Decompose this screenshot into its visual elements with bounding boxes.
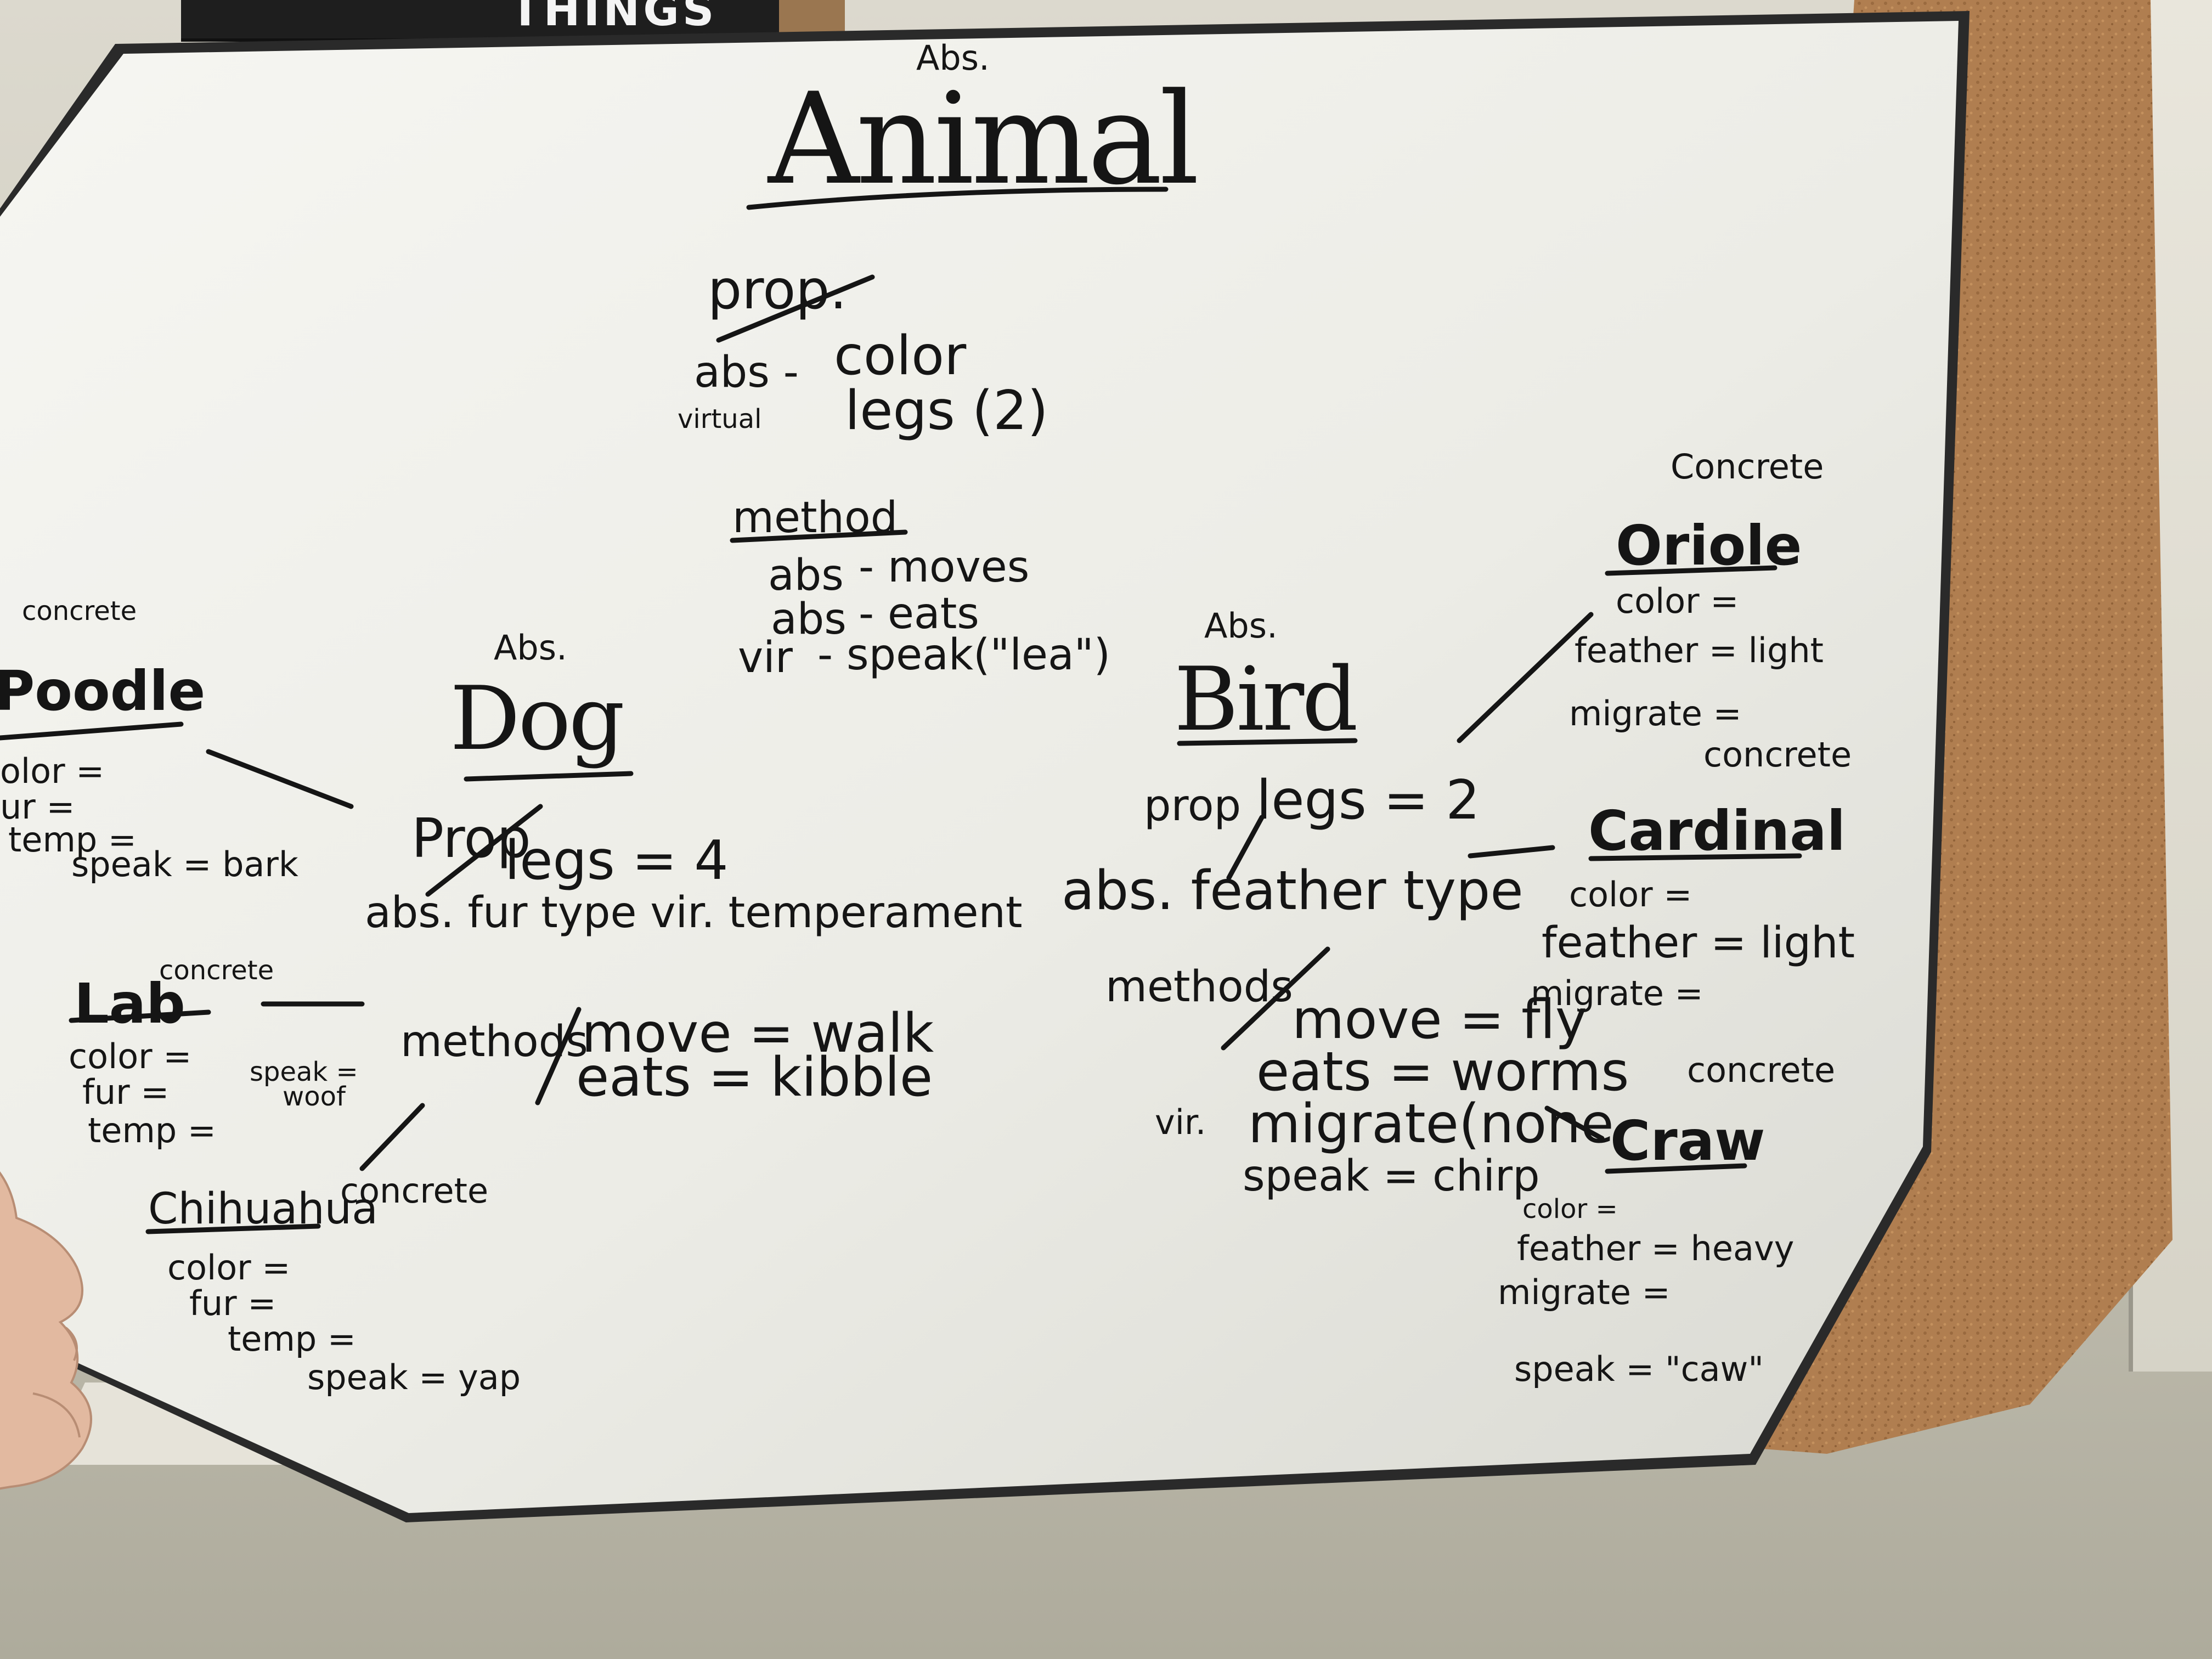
chihuahua-line-fur: fur = xyxy=(189,1283,276,1323)
chihuahua-line-temp: temp = xyxy=(228,1319,356,1359)
underline-cardinal xyxy=(1588,853,1802,861)
bird-method-migrate: migrate(none xyxy=(1248,1093,1614,1155)
dog-method-move: move = walk xyxy=(582,1002,934,1065)
animal-prop-legs: legs (2) xyxy=(845,380,1048,442)
crow-line-speak: speak = "caw" xyxy=(1514,1349,1764,1389)
bird-methods-label: methods xyxy=(1105,962,1293,1012)
poodle-title: Poodle xyxy=(0,659,206,723)
link-poodle-dog xyxy=(206,749,354,809)
chihuahua-line-color: color = xyxy=(167,1248,291,1288)
animal-method-tag-2: abs xyxy=(771,595,847,644)
oriole-tag: Concrete xyxy=(1671,447,1824,487)
slash-dog-methods xyxy=(535,1007,582,1105)
underline-lab xyxy=(69,1009,211,1023)
bird-props-line: abs. feather type xyxy=(1062,860,1523,922)
dog-title: Dog xyxy=(450,667,625,770)
whiteboard-surface xyxy=(0,21,1959,1513)
oriole-line-feather: feather = light xyxy=(1575,630,1824,670)
chihuahua-tag: concrete xyxy=(340,1171,489,1211)
underline-poodle xyxy=(0,721,184,741)
bird-title: Bird xyxy=(1174,648,1358,751)
crow-title: Craw xyxy=(1610,1109,1765,1173)
poodle-line-temp: temp = xyxy=(8,820,137,860)
animal-prop-label: prop. xyxy=(708,259,847,321)
lab-speak-key: speak = xyxy=(250,1057,358,1087)
link-chihuahua-dog xyxy=(359,1103,425,1171)
cardinal-line-color: color = xyxy=(1569,874,1692,915)
animal-method-moves: - moves xyxy=(859,543,1030,592)
oriole-line-migrate: migrate = xyxy=(1569,693,1742,733)
poodle-line-fur: ur = xyxy=(0,787,75,827)
animal-method-eats: - eats xyxy=(859,589,979,639)
cardinal-line-feather: feather = light xyxy=(1542,918,1855,968)
slash-bird-methods xyxy=(1221,946,1330,1051)
animal-title: Animal xyxy=(768,66,1200,213)
bird-abs-tag: Abs. xyxy=(1204,606,1278,646)
animal-prop-tag-1: abs - xyxy=(694,348,799,397)
underline-prop xyxy=(716,274,875,343)
underline-chihuahua xyxy=(145,1223,321,1234)
poodle-line-color: olor = xyxy=(0,751,105,791)
animal-method-speak: - speak("lea") xyxy=(817,630,1111,680)
dog-props-line: abs. fur type vir. temperament xyxy=(365,888,1023,938)
underline-crow xyxy=(1605,1163,1747,1174)
dog-prop-label: Prop xyxy=(411,808,531,870)
bird-method-eats: eats = worms xyxy=(1256,1041,1629,1103)
underline-animal xyxy=(746,187,1169,210)
link-bird-oriole xyxy=(1457,612,1594,743)
dog-abs-tag: Abs. xyxy=(494,628,567,668)
oriole-line-color: color = xyxy=(1616,581,1739,621)
hand-holding-board xyxy=(0,1171,92,1490)
lab-tag: concrete xyxy=(159,955,274,986)
cardinal-title: Cardinal xyxy=(1588,799,1846,863)
chihuahua-line-speak: speak = yap xyxy=(307,1357,521,1397)
animal-prop-tag-2: virtual xyxy=(678,404,762,435)
animal-method-tag-3: vir xyxy=(738,633,793,682)
cardinal-tag: concrete xyxy=(1703,735,1852,775)
animal-prop-color: color xyxy=(834,325,967,387)
underline-bird xyxy=(1177,738,1358,746)
crow-line-color: color = xyxy=(1522,1194,1618,1224)
slash-dog-prop xyxy=(425,804,543,897)
dog-methods-label: methods xyxy=(400,1017,588,1066)
poodle-tag: concrete xyxy=(22,596,137,627)
underline-dog xyxy=(464,771,634,782)
bird-method-speak: speak = chirp xyxy=(1243,1152,1540,1201)
cardinal-line-migrate: migrate = xyxy=(1531,973,1703,1013)
dog-legs: legs = 4 xyxy=(505,830,729,892)
lab-line-fur: fur = xyxy=(82,1072,170,1112)
chihuahua-title: Chihuahua xyxy=(148,1184,378,1234)
bird-method-move: move = fly xyxy=(1292,989,1587,1051)
lab-title: Lab xyxy=(74,972,185,1036)
letterboard-text: THINGS xyxy=(510,0,718,36)
bird-legs: legs = 2 xyxy=(1256,769,1480,832)
bird-prop-label: prop xyxy=(1144,781,1242,831)
animal-abs-tag: Abs. xyxy=(916,38,990,78)
underline-oriole xyxy=(1605,565,1778,576)
animal-method-tag-1: abs xyxy=(768,551,844,600)
animal-method-label: method xyxy=(732,493,898,543)
link-bird-crow xyxy=(1544,1105,1605,1141)
dog-method-eats: eats = kibble xyxy=(576,1046,933,1109)
oriole-title: Oriole xyxy=(1616,514,1802,578)
underline-method xyxy=(730,529,908,543)
poodle-line-speak: speak = bark xyxy=(71,844,298,884)
crow-line-feather: feather = heavy xyxy=(1517,1228,1795,1268)
lab-line-temp: temp = xyxy=(88,1110,216,1150)
crow-line-migrate: migrate = xyxy=(1498,1272,1671,1312)
slash-bird-prop xyxy=(1226,815,1265,881)
link-bird-cardinal xyxy=(1468,845,1555,859)
bird-vir-tag: vir. xyxy=(1155,1102,1206,1142)
crow-tag: concrete xyxy=(1687,1050,1836,1090)
lab-speak-value: woof xyxy=(283,1081,346,1112)
letterboard: THINGS xyxy=(181,0,812,42)
lab-line-color: color = xyxy=(69,1036,192,1076)
